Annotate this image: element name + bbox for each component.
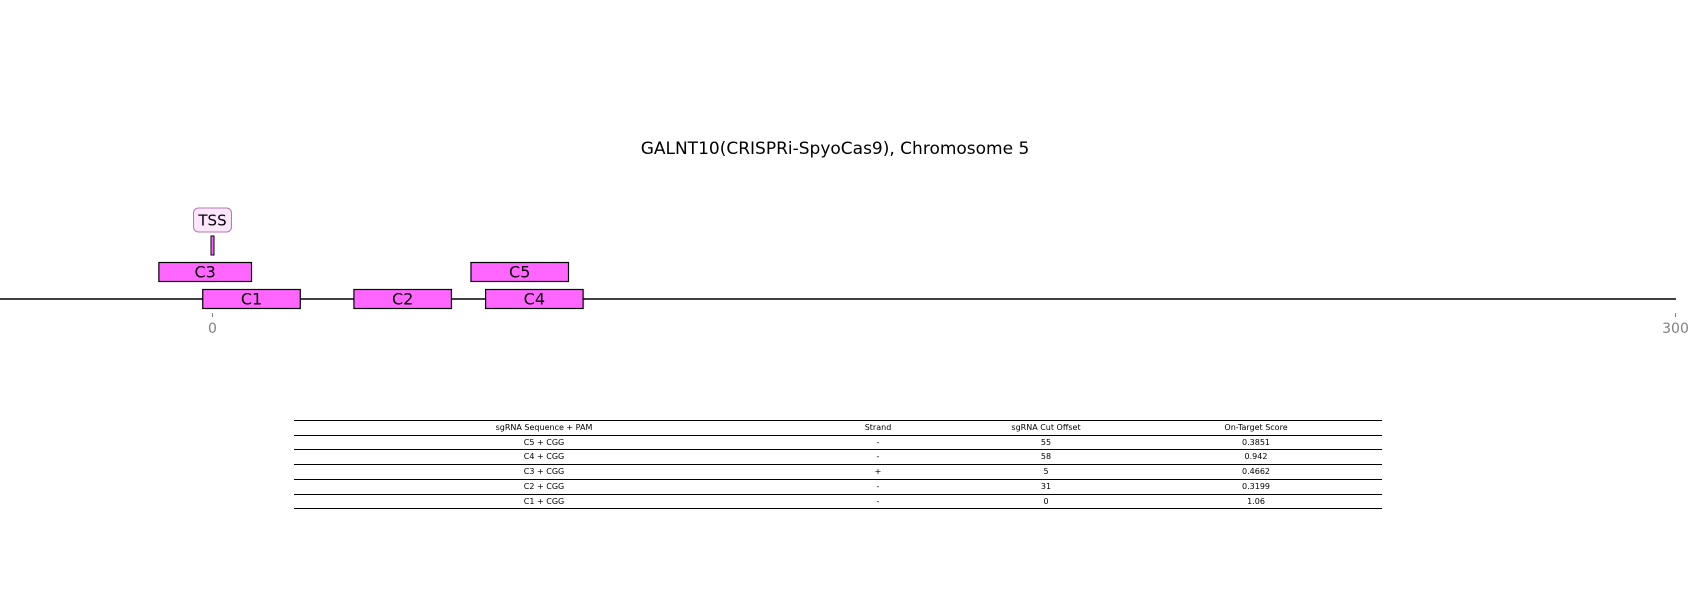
cell-strand: - bbox=[876, 481, 880, 491]
x-axis-ticks: -500300 bbox=[208, 313, 1689, 337]
cell-cut-offset: 31 bbox=[1040, 481, 1052, 491]
guide-rect bbox=[158, 261, 253, 283]
cell-on-target-score: 1.06 bbox=[1247, 496, 1265, 506]
guide-rna-marks: C1 C2 C4 C3 C5 bbox=[158, 261, 584, 310]
cell-on-target-score: 0.4662 bbox=[1242, 467, 1270, 477]
guide-label: C4 bbox=[524, 290, 545, 309]
cell-cut-offset: 5 bbox=[1043, 467, 1049, 477]
cell-cut-offset: 55 bbox=[1040, 437, 1052, 447]
cell-sequence-pam: C1 + CGG bbox=[523, 496, 565, 506]
guide-box-c2: C2 bbox=[353, 288, 453, 310]
x-tick-label: 300 bbox=[1662, 321, 1689, 337]
header-strand: Strand bbox=[864, 423, 892, 432]
cell-cut-offset: 0 bbox=[1043, 496, 1049, 506]
table-row: C3 + CGG + 5 0.4662 bbox=[294, 465, 1382, 480]
tss-label-box bbox=[193, 207, 232, 233]
x-tick-label: 0 bbox=[208, 321, 217, 337]
guide-rect bbox=[353, 288, 453, 310]
figure-title: GALNT10(CRISPRi-SpyoCas9), Chromosome 5 bbox=[640, 139, 1030, 159]
table-row: C1 + CGG - 0 1.06 bbox=[294, 494, 1382, 509]
tss-label: TSS bbox=[197, 212, 226, 230]
guide-rna-table: sgRNA Sequence + PAM Strand sgRNA Cut Of… bbox=[294, 420, 1382, 509]
guide-rect bbox=[470, 261, 570, 283]
tss-tick bbox=[210, 235, 215, 256]
tss-marker: TSS bbox=[193, 207, 232, 256]
cell-strand: - bbox=[876, 496, 880, 506]
guide-box-c1: C1 bbox=[202, 288, 301, 310]
cell-strand: - bbox=[876, 437, 880, 447]
cell-on-target-score: 0.3199 bbox=[1242, 481, 1270, 491]
header-cut-offset: sgRNA Cut Offset bbox=[1011, 423, 1081, 432]
cell-sequence-pam: C5 + CGG bbox=[523, 437, 565, 447]
guide-box-c5: C5 bbox=[470, 261, 570, 283]
guide-rect bbox=[202, 288, 301, 310]
cell-cut-offset: 58 bbox=[1040, 452, 1052, 462]
cell-strand: - bbox=[876, 452, 880, 462]
cell-sequence-pam: C4 + CGG bbox=[523, 452, 565, 462]
guide-label: C2 bbox=[392, 290, 413, 309]
cell-strand: + bbox=[874, 467, 882, 477]
cell-sequence-pam: C3 + CGG bbox=[523, 467, 565, 477]
table-row: C5 + CGG - 55 0.3851 bbox=[294, 435, 1382, 450]
header-on-target-score: On-Target Score bbox=[1224, 423, 1288, 432]
guide-box-c4: C4 bbox=[484, 288, 584, 310]
header-sequence-pam: sgRNA Sequence + PAM bbox=[495, 423, 593, 432]
table-row: C4 + CGG - 58 0.942 bbox=[294, 450, 1382, 465]
cell-sequence-pam: C2 + CGG bbox=[523, 481, 565, 491]
table-row: C2 + CGG - 31 0.3199 bbox=[294, 479, 1382, 495]
guide-label: C1 bbox=[241, 290, 262, 309]
cell-on-target-score: 0.942 bbox=[1244, 452, 1268, 462]
cell-on-target-score: 0.3851 bbox=[1242, 437, 1270, 447]
guide-label: C5 bbox=[509, 263, 530, 282]
guide-box-c3: C3 bbox=[158, 261, 253, 283]
guide-rect bbox=[484, 288, 584, 310]
table-header-row: sgRNA Sequence + PAM Strand sgRNA Cut Of… bbox=[294, 420, 1382, 436]
guide-label: C3 bbox=[195, 263, 216, 282]
